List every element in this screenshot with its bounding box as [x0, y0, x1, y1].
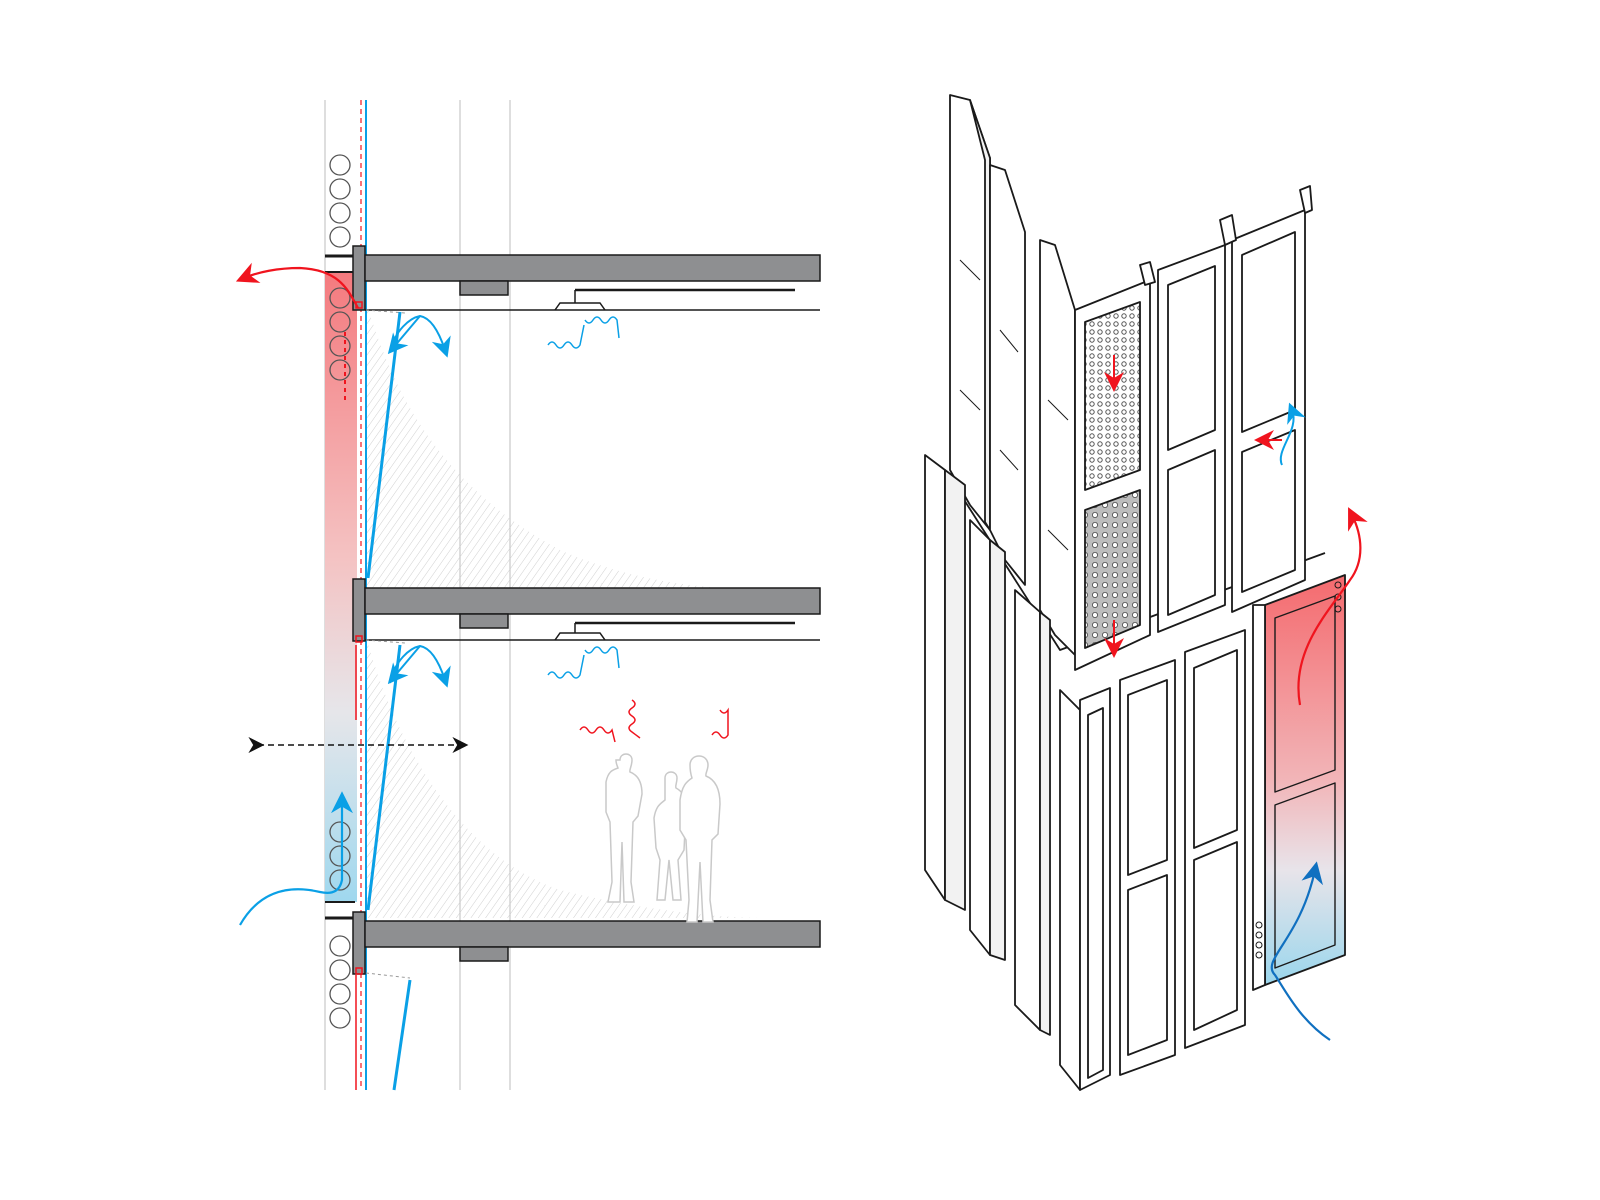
- tilted-glazing-panels: [366, 311, 412, 1091]
- upper-fin-panels: [949, 94, 1313, 671]
- perforation-circles-top: [329, 154, 351, 381]
- facade-axonometric: [924, 94, 1346, 1091]
- warm-air-arrow-icon: [235, 262, 359, 309]
- warm-air-arrow-icon: [1297, 507, 1368, 706]
- perforation-circles-bottom: [329, 821, 351, 1029]
- facade-section: [235, 100, 821, 1091]
- axonometric-air-arrows: [1104, 355, 1368, 1041]
- daylight-zone-lower: [367, 640, 760, 918]
- floor-slab-top: [352, 245, 821, 314]
- damper-markers: [355, 301, 363, 1090]
- cool-air-arrow-icon: [1279, 402, 1306, 466]
- radiant-heat-wave-icon: [579, 699, 729, 743]
- cool-air-arrow-icon: [239, 791, 353, 926]
- daylight-zone-upper: [367, 305, 760, 590]
- cool-air-arrow-icon: [1270, 861, 1331, 1041]
- lower-fin-panels: [924, 454, 1346, 1091]
- floor-slab-bottom: [352, 911, 821, 979]
- cool-air-arrow-icon: [387, 645, 421, 685]
- people-silhouette-icon: [605, 753, 721, 923]
- cooling-wave-icon: [547, 316, 620, 679]
- cool-air-arrow-icon: [387, 315, 421, 355]
- floor-slab-middle: [352, 578, 821, 644]
